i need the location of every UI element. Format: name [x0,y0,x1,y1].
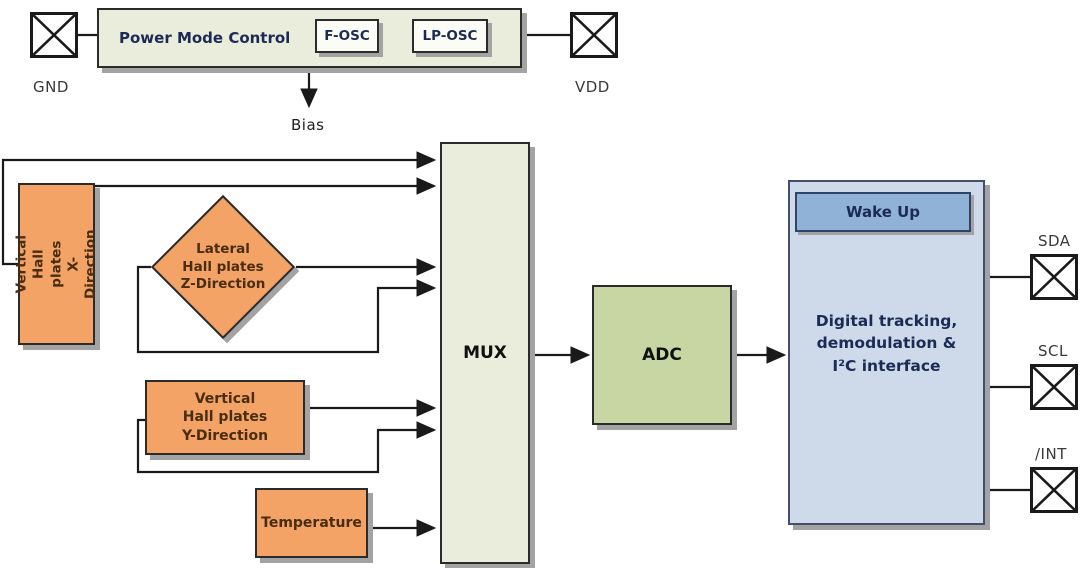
pad-x-icon [573,15,615,55]
digital-tracking-label: Digital tracking, demodulation & I²C int… [815,312,958,375]
hall-plates-y-label: Vertical Hall plates Y-Direction [181,391,269,444]
connector-hallz-routed [136,265,437,354]
sda-pad [1030,254,1078,300]
f-osc-block: F-OSC [315,19,379,53]
hall-plates-z-label: Lateral Hall plates Z-Direction [180,241,266,293]
bias-label: Bias [291,116,325,134]
connector-hallx-top [1,151,437,266]
adc-label: ADC [642,345,682,365]
wake-up-block: Wake Up [795,192,971,232]
hall-plates-x-block: Vertical Hall plates X-Direction [13,183,98,345]
gnd-pad [30,12,78,58]
adc-block: ADC [592,285,732,425]
pad-x-icon [1033,367,1075,407]
temperature-label: Temperature [261,515,362,531]
pad-x-icon [1033,257,1075,297]
lp-osc-block: LP-OSC [412,19,488,53]
connector-hally-routed [136,418,437,474]
power-mode-control-block: Power Mode Control F-OSC LP-OSC [97,8,522,68]
int-pad [1030,467,1078,513]
mux-label: MUX [463,343,507,363]
hall-plates-y-block: Vertical Hall plates Y-Direction [145,380,305,455]
scl-pad [1030,364,1078,410]
digital-tracking-block: Wake Up Digital tracking, demodulation &… [788,180,985,525]
pad-x-icon [33,15,75,55]
vdd-label: VDD [575,78,610,96]
hall-plates-x-label: Vertical Hall plates X-Direction [13,229,99,299]
sda-label: SDA [1038,232,1071,250]
mux-block: MUX [440,142,530,564]
int-label: /INT [1035,445,1067,463]
scl-label: SCL [1038,342,1068,360]
power-mode-control-label: Power Mode Control [119,29,291,47]
gnd-label: GND [33,78,69,96]
temperature-block: Temperature [255,488,368,558]
wake-up-label: Wake Up [845,203,921,221]
pad-x-icon [1033,470,1075,510]
vdd-pad [570,12,618,58]
